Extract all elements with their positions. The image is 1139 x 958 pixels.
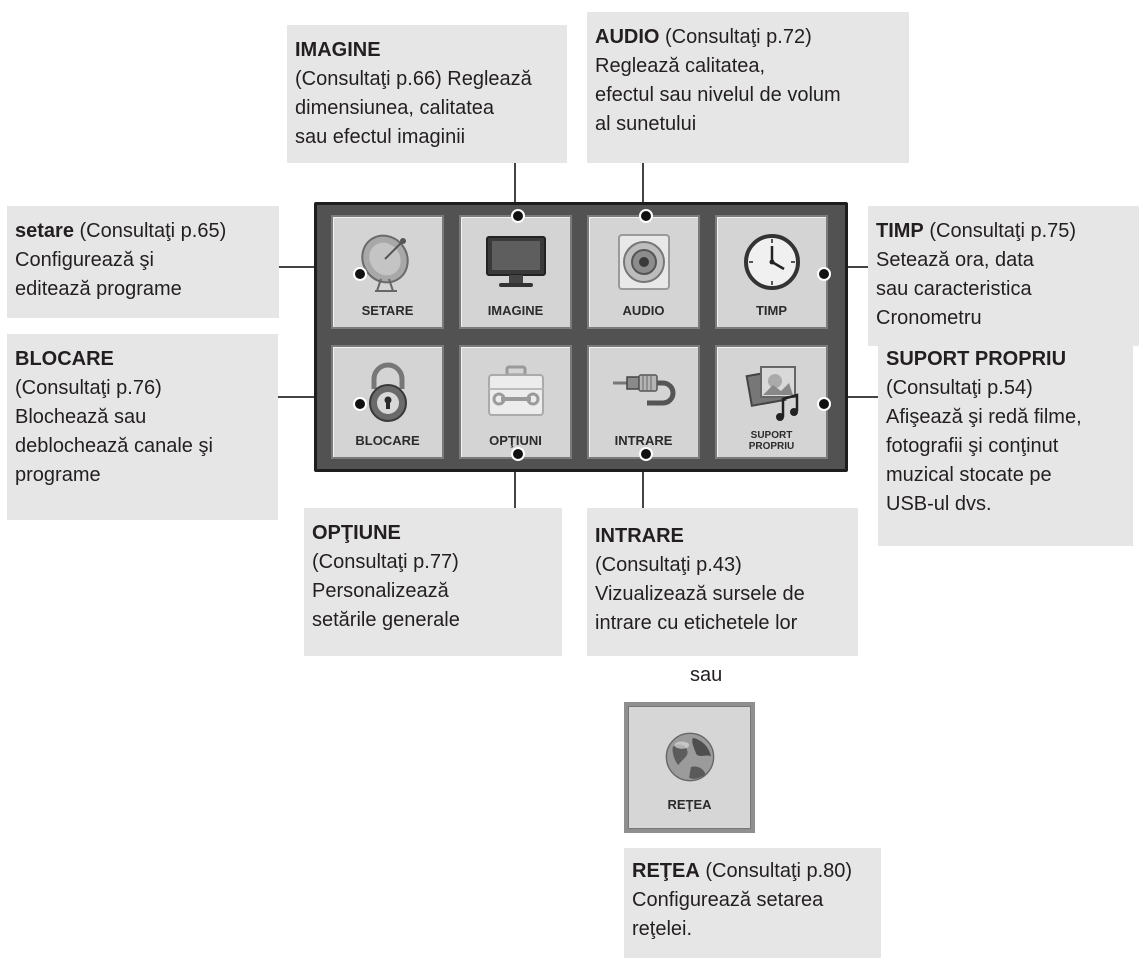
callout-audio: AUDIO (Consultaţi p.72) Reglează calitat… <box>587 12 909 163</box>
callout-line: al sunetului <box>595 113 697 135</box>
menu-tile-timp[interactable]: TIMP <box>715 215 831 329</box>
callout-line: sau efectul imaginii <box>295 126 466 148</box>
menu-tile-audio[interactable]: AUDIO <box>587 209 700 329</box>
callout-line: (Consultaţi p.54) <box>886 377 1033 399</box>
callout-ref: (Consultaţi p.75) <box>923 220 1077 242</box>
callout-title: OPŢIUNE <box>312 522 401 544</box>
callout-anchor-dot <box>353 397 367 411</box>
callout-title: BLOCARE <box>15 348 114 370</box>
satellite-dish-icon <box>333 229 442 299</box>
tile-label: TIMP <box>755 303 788 318</box>
callout-line: (Consultaţi p.77) <box>312 551 459 573</box>
tile-label-line: SUPORT <box>750 430 793 441</box>
tile-label: BLOCARE <box>355 433 420 448</box>
callout-line: muzical stocate pe <box>886 464 1052 486</box>
connector-setare <box>279 266 341 268</box>
tile-label: INTRARE <box>614 433 673 448</box>
photo-music-icon <box>717 359 826 429</box>
menu-tile-intrare[interactable]: INTRARE <box>587 345 700 461</box>
callout-line: Vizualizează sursele de <box>595 583 805 605</box>
menu-tile-imagine[interactable]: IMAGINE <box>459 209 572 329</box>
callout-title: REŢEA <box>632 860 700 882</box>
callout-ref: (Consultaţi p.72) <box>659 26 812 48</box>
callout-retea: REŢEA (Consultaţi p.80) Configurează set… <box>624 848 881 958</box>
callout-line: reţelei. <box>632 918 693 940</box>
or-separator-text: sau <box>690 664 723 686</box>
callout-line: Configurează setarea <box>632 889 824 911</box>
callout-line: sau caracteristica <box>876 278 1032 300</box>
connector-optiune <box>514 455 516 508</box>
connector-suport <box>823 396 878 398</box>
callout-line: dimensiunea, calitatea <box>295 97 495 119</box>
callout-title: IMAGINE <box>295 39 381 61</box>
tile-label: AUDIO <box>622 303 665 318</box>
callout-line: Cronometru <box>876 307 982 329</box>
callout-optiune: OPŢIUNE (Consultaţi p.77) Personalizează… <box>304 508 562 656</box>
tile-label: REŢEA <box>667 797 712 812</box>
callout-suport-propriu: SUPORT PROPRIU (Consultaţi p.54) Afişeaz… <box>878 334 1133 546</box>
callout-anchor-dot <box>511 209 525 223</box>
callout-line: deblochează canale şi <box>15 435 213 457</box>
clock-icon <box>717 229 826 299</box>
callout-line: Blochează sau <box>15 406 147 428</box>
callout-line: efectul sau nivelul de volum <box>595 84 841 106</box>
callout-line: fotografii şi conţinut <box>886 435 1059 457</box>
connector-blocare <box>278 396 340 398</box>
toolbox-icon <box>461 359 570 429</box>
callout-anchor-dot <box>639 447 653 461</box>
callout-anchor-dot <box>639 209 653 223</box>
connector-imagine <box>514 163 516 211</box>
callout-line: Configurează şi <box>15 249 154 271</box>
padlock-icon <box>333 359 442 429</box>
callout-line: Reglează calitatea, <box>595 55 766 77</box>
cable-plug-icon <box>589 359 698 429</box>
tile-label: OPŢIUNI <box>489 433 542 448</box>
callout-anchor-dot <box>511 447 525 461</box>
callout-title: INTRARE <box>595 525 684 547</box>
menu-tile-blocare[interactable]: BLOCARE <box>331 345 444 459</box>
callout-ref: (Consultaţi p.66) Reglează <box>295 68 532 90</box>
callout-ref: (Consultaţi p.65) <box>73 220 227 242</box>
callout-line: (Consultaţi p.76) <box>15 377 162 399</box>
callout-line: programe <box>15 464 101 486</box>
callout-anchor-dot <box>353 267 367 281</box>
connector-intrare <box>642 455 644 508</box>
callout-timp: TIMP (Consultaţi p.75) Setează ora, data… <box>868 206 1139 346</box>
callout-line: setările generale <box>312 609 460 631</box>
home-menu-panel: SETARE IMAGINE AUDIO <box>314 202 848 472</box>
menu-tile-optiuni[interactable]: OPŢIUNI <box>459 345 572 461</box>
menu-tile-suport-propriu[interactable]: SUPORT PROPRIU <box>715 345 831 459</box>
tile-label-line: PROPRIU <box>748 441 795 452</box>
tile-label: SUPORT PROPRIU <box>717 430 826 452</box>
callout-line: Setează ora, data <box>876 249 1034 271</box>
callout-anchor-dot <box>817 397 831 411</box>
globe-icon <box>629 727 750 792</box>
menu-tile-retea[interactable]: REŢEA <box>624 702 755 833</box>
callout-anchor-dot <box>817 267 831 281</box>
callout-blocare: BLOCARE (Consultaţi p.76) Blochează sau … <box>7 334 278 520</box>
callout-title: TIMP <box>876 220 924 242</box>
callout-line: intrare cu etichetele lor <box>595 612 798 634</box>
callout-title: SUPORT PROPRIU <box>886 348 1067 370</box>
connector-audio <box>642 163 644 211</box>
tile-label: IMAGINE <box>487 303 544 318</box>
callout-setare: setare (Consultaţi p.65) Configurează şi… <box>7 206 279 318</box>
callout-line: Afişează şi redă filme, <box>886 406 1082 428</box>
tile-label: SETARE <box>361 303 414 318</box>
callout-title: setare <box>15 220 74 242</box>
callout-line: (Consultaţi p.43) <box>595 554 742 576</box>
callout-imagine: IMAGINE (Consultaţi p.66) Reglează dimen… <box>287 25 567 163</box>
monitor-icon <box>461 229 570 299</box>
callout-title: AUDIO <box>595 26 660 48</box>
tile-inner: REŢEA <box>628 706 751 829</box>
menu-tile-setare[interactable]: SETARE <box>331 215 444 329</box>
speaker-icon <box>589 229 698 299</box>
callout-intrare: INTRARE (Consultaţi p.43) Vizualizează s… <box>587 508 858 656</box>
callout-line: editează programe <box>15 278 182 300</box>
callout-line: USB-ul dvs. <box>886 493 992 515</box>
callout-ref: (Consultaţi p.80) <box>699 860 853 882</box>
callout-line: Personalizează <box>312 580 449 602</box>
